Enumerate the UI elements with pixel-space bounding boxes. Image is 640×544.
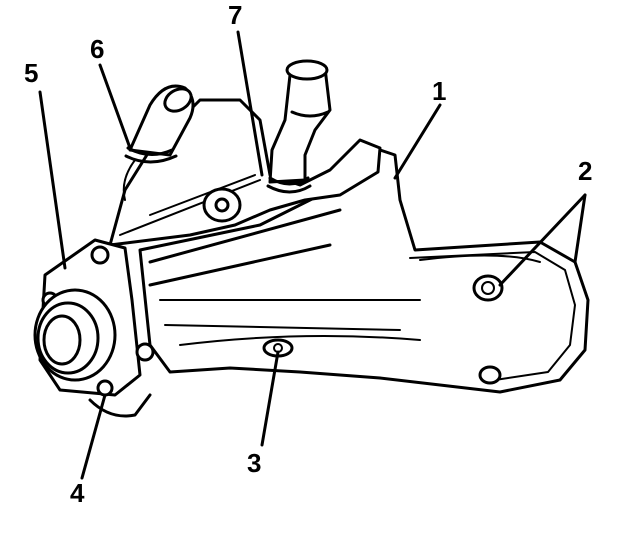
callout-1: 1 (432, 76, 446, 106)
pump-body (108, 98, 590, 394)
leader-lines (38, 30, 587, 480)
callout-7: 7 (228, 0, 242, 30)
callout-2: 2 (578, 156, 592, 186)
callout-6: 6 (90, 34, 104, 64)
callout-3: 3 (247, 448, 261, 478)
hose-neck-right (266, 59, 332, 194)
hose-neck-left (124, 84, 195, 164)
callout-4: 4 (70, 478, 85, 508)
callout-5: 5 (24, 58, 38, 88)
pump-hub (33, 288, 117, 382)
pump-lower (88, 274, 504, 418)
